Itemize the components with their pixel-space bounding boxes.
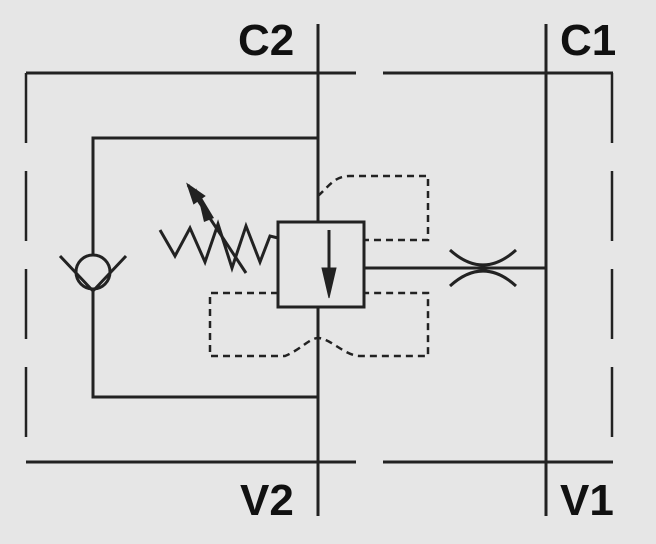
flow-arrow-down-icon [321, 267, 337, 299]
port-label-v1: V1 [560, 476, 614, 525]
port-label-v2: V2 [240, 476, 294, 525]
outer-enclosure [24, 71, 614, 464]
check-valve-bypass [91, 136, 318, 399]
check-valve-icon [58, 253, 128, 294]
adjustable-spring-icon [158, 182, 279, 274]
port-label-c1: C1 [560, 16, 616, 65]
counterbalance-valve-body [276, 220, 366, 309]
orifice-restrictor-icon [448, 248, 518, 288]
port-label-c2: C2 [238, 16, 294, 65]
pilot-lines [208, 174, 430, 358]
